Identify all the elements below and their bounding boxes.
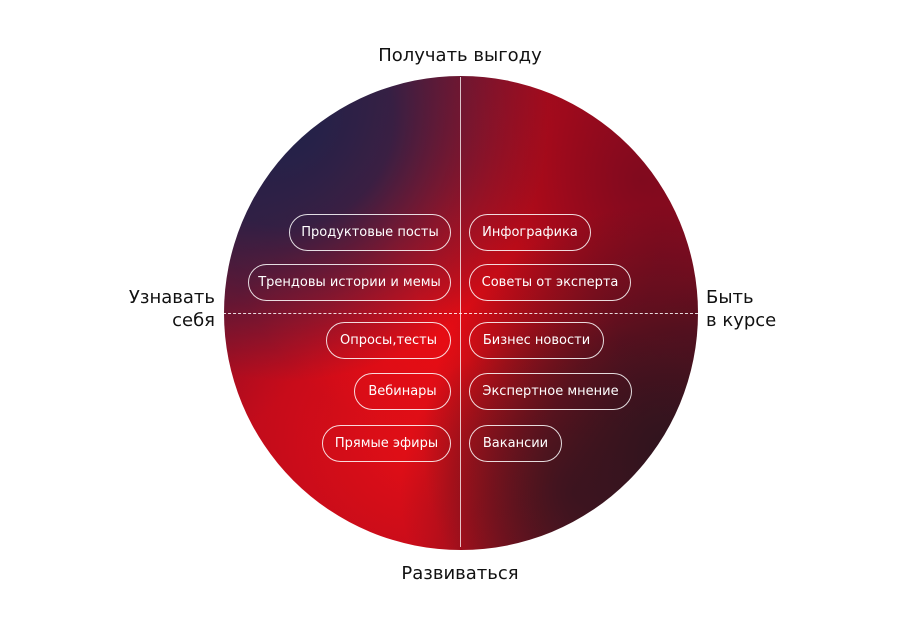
tag-live-streams: Прямые эфиры — [322, 425, 451, 462]
tag-vacancies: Вакансии — [469, 425, 562, 462]
tag-webinars: Вебинары — [354, 373, 451, 410]
tag-polls-tests: Опросы,тесты — [326, 322, 451, 359]
tag-trend-stories: Трендовы истории и мемы — [248, 264, 451, 301]
axis-label-left: Узнавать себя — [129, 286, 215, 332]
tag-infographics: Инфографика — [469, 214, 591, 251]
tag-expert-tips: Советы от эксперта — [469, 264, 631, 301]
axis-label-left-line1: Узнавать — [128, 287, 215, 308]
horizontal-divider — [218, 313, 698, 314]
axis-label-right-line1: Быть — [706, 287, 754, 308]
axis-label-right: Быть в курсе — [706, 286, 776, 332]
tag-product-posts: Продуктовые посты — [289, 214, 451, 251]
axis-label-bottom: Развиваться — [401, 563, 519, 584]
axis-label-top: Получать выгоду — [378, 45, 542, 66]
tag-expert-opinion: Экспертное мнение — [469, 373, 632, 410]
axis-label-left-line2: себя — [172, 310, 215, 331]
axis-label-right-line2: в курсе — [706, 310, 777, 331]
vertical-divider — [460, 77, 461, 547]
tag-business-news: Бизнес новости — [469, 322, 604, 359]
